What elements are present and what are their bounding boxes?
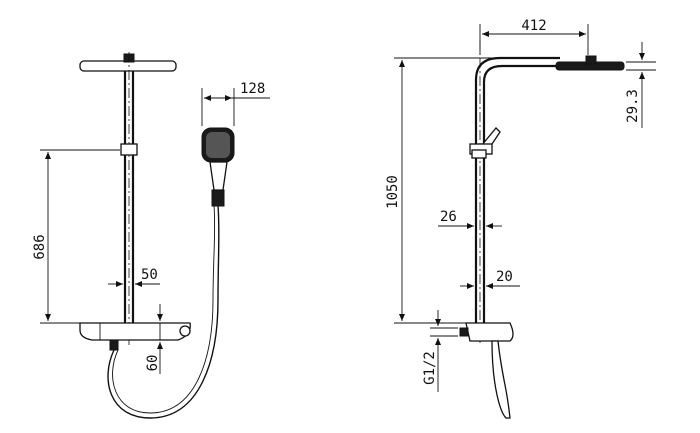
hose-side (491, 340, 511, 419)
dim-60: 60 (145, 355, 161, 372)
front-view: 686 128 50 60 (32, 52, 270, 419)
control-knob (179, 325, 191, 337)
dim-128: 128 (240, 81, 265, 97)
dim-686: 686 (32, 234, 48, 259)
side-view: 412 1050 29.3 26 20 G1/2 (385, 18, 656, 419)
shower-hose (107, 205, 220, 419)
dim-1050: 1050 (385, 175, 401, 209)
thermostat-shelf (79, 322, 191, 341)
dim-412: 412 (521, 18, 546, 34)
dim-26: 26 (440, 209, 457, 225)
dim-20: 20 (496, 269, 513, 285)
dim-29-3: 29.3 (625, 89, 641, 123)
slider-holder (120, 143, 138, 156)
hose-outlet (109, 339, 119, 351)
riser-pipe-outer (474, 56, 560, 323)
dim-50: 50 (141, 267, 158, 283)
hand-shower (201, 127, 235, 207)
thermostat-body-side (465, 322, 514, 342)
dim-g1-2: G1/2 (422, 351, 438, 385)
